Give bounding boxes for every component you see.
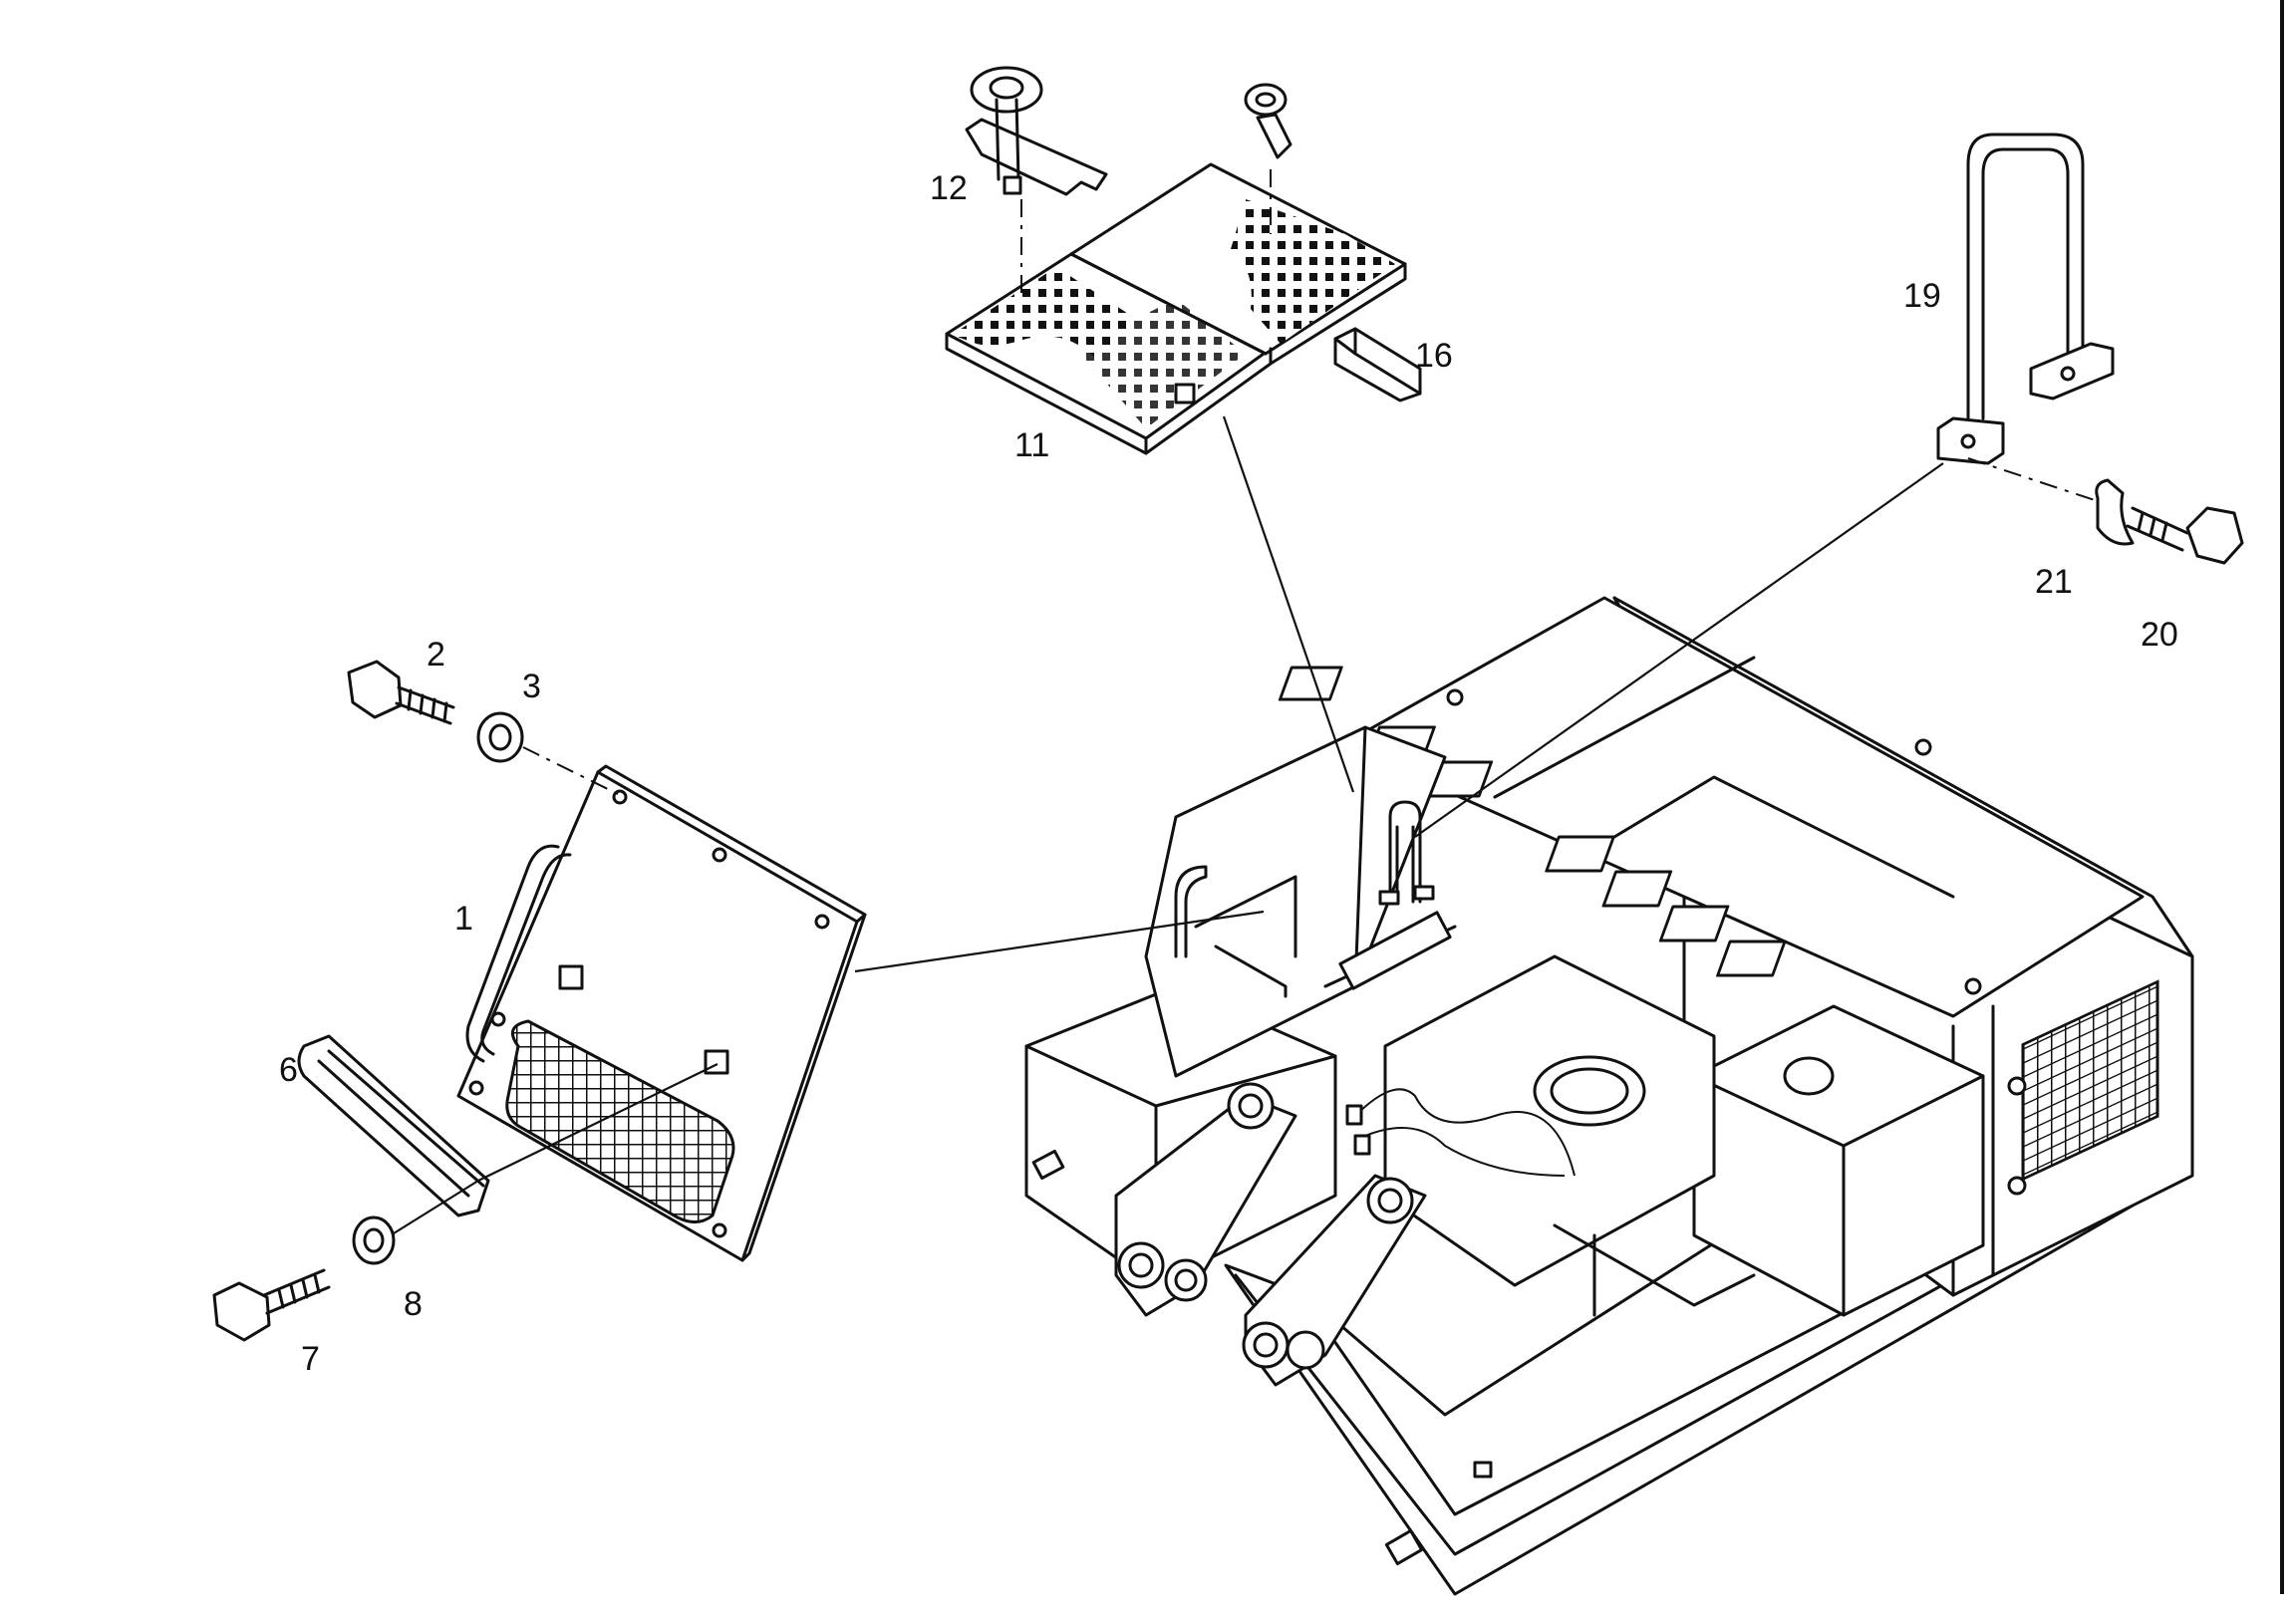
bolt-20-shank [2126, 506, 2189, 552]
callout-16: 16 [1415, 337, 1453, 375]
panel-leader [854, 910, 1265, 973]
boom-pin-3 [1164, 1258, 1208, 1302]
fuel-tank [1692, 1004, 1985, 1317]
grab-handle-leader [1414, 462, 1944, 838]
tread-plate-group [945, 66, 1422, 793]
housing-handle [1174, 865, 1208, 958]
support-bar [1333, 327, 1422, 403]
latch-knob-right [1244, 83, 1288, 117]
grab-handle-axis [1967, 457, 2114, 507]
boom-pin-1 [1227, 1082, 1275, 1130]
bolt-2-axis [522, 746, 619, 795]
bolt-7-head [212, 1281, 271, 1342]
front-slot-left [1031, 1149, 1065, 1181]
rear-bolt-bottom [2007, 1176, 2027, 1196]
tread-texture-right [1231, 199, 1395, 344]
frame-slot-front [1384, 1528, 1424, 1566]
lock-washer-21 [2095, 478, 2135, 546]
callout-2: 2 [427, 636, 445, 674]
grab-handle-group [1414, 133, 2244, 838]
callout-20: 20 [2141, 616, 2178, 654]
washer-8 [352, 1215, 396, 1265]
boom-pin-2 [1117, 1241, 1165, 1289]
callout-21: 21 [2035, 563, 2073, 601]
bolt-2-head [347, 660, 403, 719]
callout-6: 6 [279, 1051, 298, 1089]
bolt-7-shank [262, 1268, 331, 1315]
boom-pin-4 [1366, 1177, 1414, 1224]
tread-texture-left-edge [1076, 299, 1246, 428]
callout-11: 11 [1014, 426, 1049, 464]
panel-handle [465, 844, 572, 1063]
callout-19: 19 [1903, 277, 1941, 315]
frame-slot-inner [1473, 1461, 1493, 1479]
fuel-cap [1783, 1056, 1835, 1096]
grab-handle-foot-left [1936, 416, 2005, 465]
washer-3 [476, 711, 524, 763]
latch-knob [970, 66, 1043, 114]
step-panel-grille [505, 1019, 735, 1223]
callout-12: 12 [930, 169, 968, 207]
boom-pin-5 [1242, 1321, 1290, 1369]
tread-leader [1222, 415, 1355, 793]
rear-bolt-top [2007, 1076, 2027, 1096]
rear-grille [2021, 979, 2159, 1182]
tread-lock [1174, 383, 1196, 404]
hydraulic-hoses [1354, 1088, 1576, 1177]
turntable-deck [1383, 954, 1716, 1287]
bolt-20-head [2185, 506, 2244, 565]
swing-ring [1533, 1055, 1646, 1127]
callout-7: 7 [301, 1340, 320, 1378]
callout-8: 8 [404, 1285, 423, 1323]
upper-frame-assembly [573, 596, 2194, 1596]
installed-grab-handle [1388, 800, 1422, 904]
grab-handle [1966, 133, 2085, 420]
step-panel-group [212, 660, 1265, 1342]
bolt-2-shank [395, 685, 455, 725]
bolt-7-axis [393, 1180, 479, 1234]
tread-texture-left [952, 267, 1136, 359]
panel-block-lower [704, 1049, 729, 1075]
panel-block-upper [558, 964, 584, 990]
latch-bracket [965, 118, 1108, 196]
bolt-7-leader [477, 1063, 718, 1182]
callout-1: 1 [454, 900, 473, 938]
callout-3: 3 [522, 668, 541, 705]
